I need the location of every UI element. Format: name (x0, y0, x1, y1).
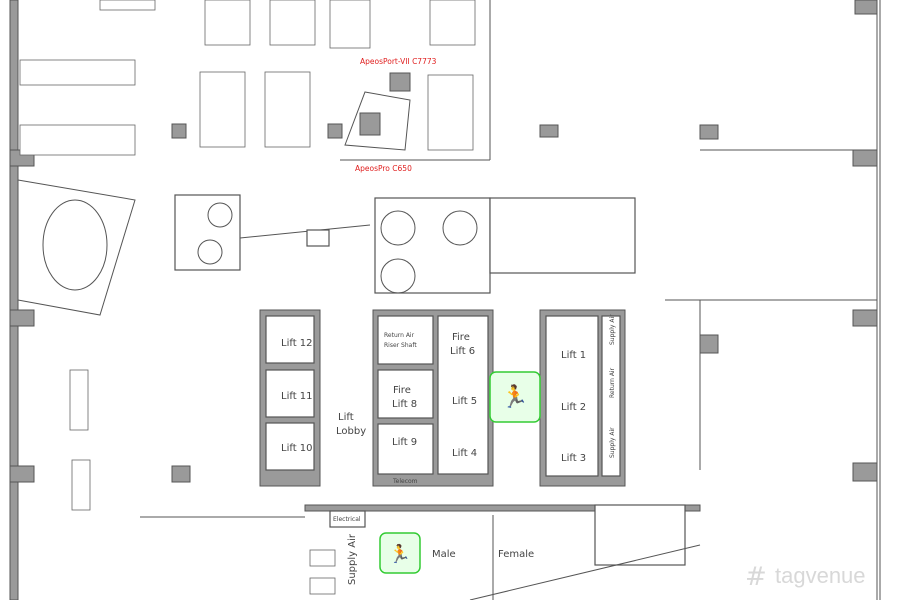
lift-12-label: Lift 12 (281, 338, 313, 349)
exit-sign: 🏃 (379, 532, 421, 574)
female-toilet-label: Female (498, 549, 534, 560)
labels: Lift 12 Lift 11 Lift 10 Lift Lobby Retur… (281, 314, 616, 585)
printer-label: ApeosPort-VII C7773 (360, 57, 437, 66)
lift-3-label: Lift 3 (561, 453, 586, 464)
right-area (171, 124, 877, 483)
return-air-label: Return Air (609, 367, 616, 398)
lift-11-label: Lift 11 (281, 391, 313, 402)
printer-icon (389, 72, 411, 92)
lift-2-label: Lift 2 (561, 402, 586, 413)
supply-air-label: Supply Air (347, 533, 358, 585)
svg-text:#: # (745, 562, 767, 592)
printer-icon (359, 112, 381, 136)
svg-text:🏃: 🏃 (501, 384, 528, 410)
fire-lift-8-label: Fire (393, 385, 411, 396)
supply-air-label: Supply Air (609, 314, 616, 345)
lower-services (140, 504, 701, 600)
lift-1-label: Lift 1 (561, 350, 586, 361)
printer-room: ApeosPort-VII C7773 ApeosPro C650 (344, 57, 437, 173)
svg-text:🏃: 🏃 (389, 543, 411, 565)
lift-10-label: Lift 10 (281, 443, 313, 454)
fire-lift-6-label: Fire (452, 332, 470, 343)
lift-9-label: Lift 9 (392, 437, 417, 448)
electrical-label: Electrical (333, 516, 361, 523)
desk-clusters (19, 0, 491, 161)
fire-lift-8-label: Lift 8 (392, 399, 417, 410)
lift-5-label: Lift 5 (452, 396, 477, 407)
return-air-label: Return Air (384, 332, 415, 339)
lift-lobby-label: Lift (338, 412, 354, 423)
male-toilet-label: Male (432, 549, 456, 560)
supply-air-label: Supply Air (609, 427, 616, 458)
central-core (259, 197, 636, 487)
svg-text:tagvenue: tagvenue (775, 563, 866, 588)
exit-sign: 🏃 (489, 371, 541, 423)
telecom-label: Telecom (392, 478, 418, 485)
lift-lobby-label: Lobby (336, 426, 366, 437)
return-air-label: Riser Shaft (384, 342, 417, 349)
lift-4-label: Lift 4 (452, 448, 477, 459)
left-rooms (17, 179, 371, 511)
fire-lift-6-label: Lift 6 (450, 346, 475, 357)
watermark: tagvenue # (745, 562, 866, 592)
printer-label: ApeosPro C650 (355, 164, 412, 173)
